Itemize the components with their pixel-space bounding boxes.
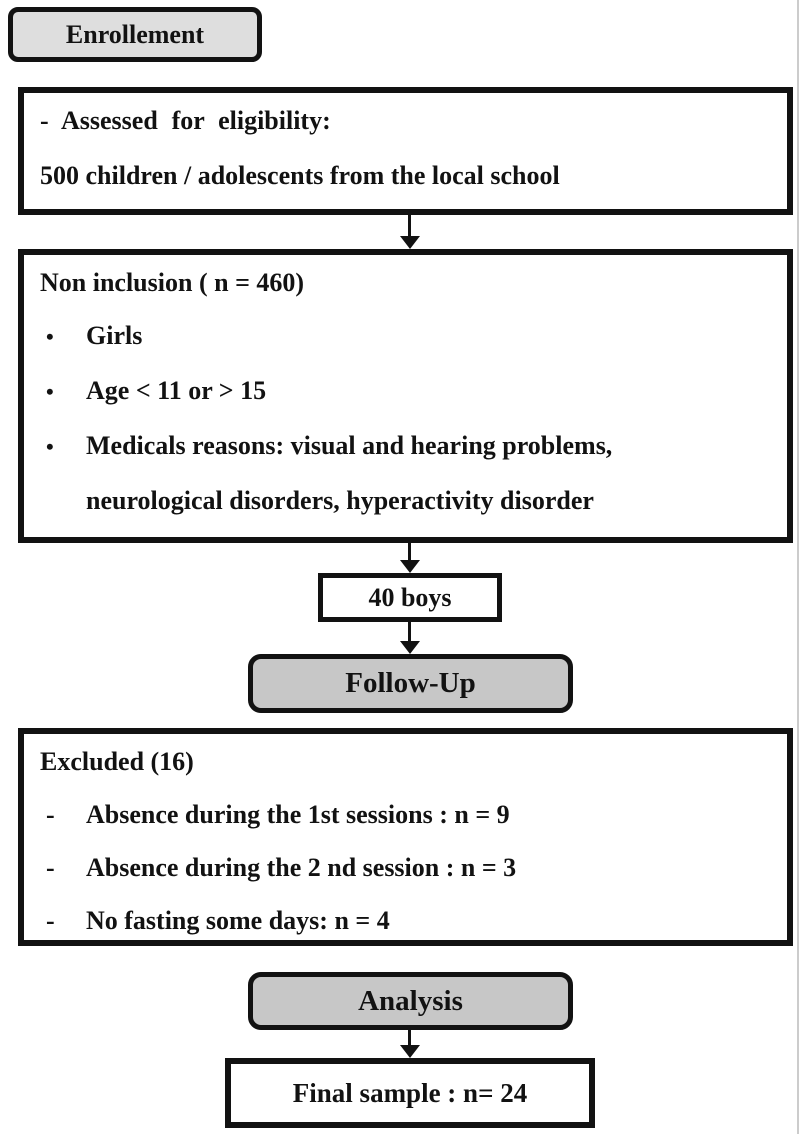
dash-icon: - xyxy=(46,853,55,882)
final-sample-box: Final sample : n= 24 xyxy=(225,1058,595,1128)
excluded-item-2: - Absence during the 2 nd session : n = … xyxy=(40,852,771,884)
arrow-shaft xyxy=(408,215,411,237)
excluded-title: Excluded (16) xyxy=(40,747,194,776)
enrollment-stage-label: Enrollement xyxy=(65,19,205,49)
dash-icon: - xyxy=(46,906,55,935)
bullet-icon: • xyxy=(46,379,54,404)
final-sample-label: Final sample : n= 24 xyxy=(292,1077,528,1108)
bullet-icon: • xyxy=(46,324,54,349)
excluded-item-text: Absence during the 1st sessions : n = 9 xyxy=(86,800,510,829)
arrow-head xyxy=(400,1045,420,1058)
non-inclusion-item-medical-cont: neurological disorders, hyperactivity di… xyxy=(86,486,594,515)
bullet-icon: • xyxy=(46,434,54,459)
excluded-box: Excluded (16) - Absence during the 1st s… xyxy=(18,728,793,946)
enrollment-stage-box: Enrollement xyxy=(8,7,262,62)
non-inclusion-title: Non inclusion ( n = 460) xyxy=(40,268,305,297)
non-inclusion-item-age: • Age < 11 or > 15 xyxy=(40,375,771,409)
arrow-down-4 xyxy=(400,1030,420,1058)
analysis-stage-box: Analysis xyxy=(248,972,573,1030)
arrow-down-3 xyxy=(400,622,420,654)
non-inclusion-item-medical: • Medicals reasons: visual and hearing p… xyxy=(40,430,771,464)
arrow-shaft xyxy=(408,1030,411,1046)
analysis-stage-label: Analysis xyxy=(358,984,463,1017)
scan-edge-artifact xyxy=(797,0,799,1134)
excluded-item-text: No fasting some days: n = 4 xyxy=(86,906,390,935)
excluded-item-3: - No fasting some days: n = 4 xyxy=(40,905,771,937)
arrow-down-1 xyxy=(400,215,420,249)
arrow-head xyxy=(400,236,420,249)
non-inclusion-item-text: Medicals reasons: visual and hearing pro… xyxy=(86,431,613,460)
eligibility-line2: 500 children / adolescents from the loca… xyxy=(40,161,560,190)
arrow-shaft xyxy=(408,543,411,561)
eligibility-line1: - Assessed for eligibility: xyxy=(40,106,331,135)
boys-label: 40 boys xyxy=(368,582,452,612)
dash-icon: - xyxy=(46,800,55,829)
excluded-item-text: Absence during the 2 nd session : n = 3 xyxy=(86,853,517,882)
arrow-head xyxy=(400,560,420,573)
arrow-down-2 xyxy=(400,543,420,573)
arrow-head xyxy=(400,641,420,654)
non-inclusion-box: Non inclusion ( n = 460) • Girls • Age <… xyxy=(18,249,793,543)
followup-stage-box: Follow-Up xyxy=(248,654,573,713)
arrow-shaft xyxy=(408,622,411,642)
followup-stage-label: Follow-Up xyxy=(345,667,476,699)
non-inclusion-item-girls: • Girls xyxy=(40,320,771,354)
eligibility-box: - Assessed for eligibility: 500 children… xyxy=(18,87,793,215)
boys-box: 40 boys xyxy=(318,573,502,622)
non-inclusion-item-text: Age < 11 or > 15 xyxy=(86,376,267,405)
excluded-item-1: - Absence during the 1st sessions : n = … xyxy=(40,799,771,831)
non-inclusion-item-text: Girls xyxy=(86,321,143,350)
